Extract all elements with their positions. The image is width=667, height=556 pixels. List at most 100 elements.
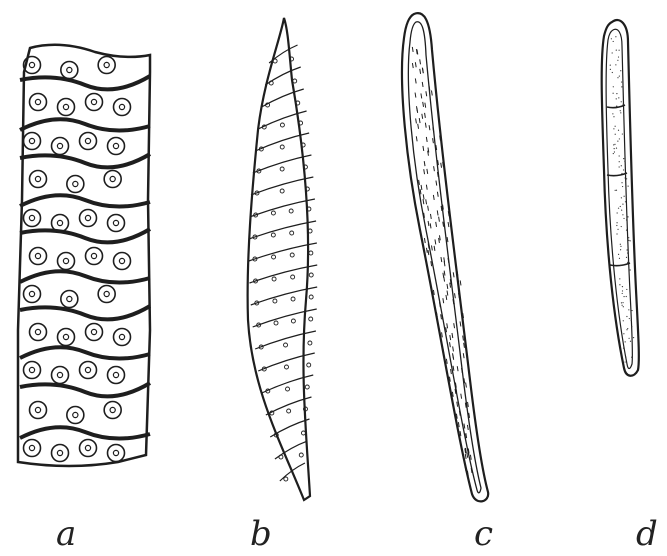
slit-pit <box>447 323 448 328</box>
bordered-pit <box>30 402 47 419</box>
stipple-dot <box>619 284 620 285</box>
stipple-dot <box>629 318 630 319</box>
stipple-dot <box>631 357 632 358</box>
slit-pit <box>424 161 425 166</box>
bordered-pit <box>108 138 125 155</box>
stipple-dot <box>628 260 629 261</box>
slit-pit <box>454 323 455 328</box>
slit-pit <box>412 63 413 68</box>
stipple-dot <box>615 36 616 37</box>
slit-pit <box>441 257 442 262</box>
stipple-dot <box>615 64 616 65</box>
wall-band <box>262 89 304 107</box>
stipple-dot <box>626 316 627 317</box>
slit-pit <box>442 332 443 337</box>
stipple-dot <box>612 72 613 73</box>
slit-pit <box>441 163 442 168</box>
wall-band <box>253 309 317 327</box>
panel-c-outer-wall <box>402 13 488 501</box>
slit-pit <box>457 402 458 407</box>
slit-pit <box>444 271 445 276</box>
pit-aperture <box>73 181 78 186</box>
stipple-dot <box>622 133 623 134</box>
slit-pit <box>423 102 424 107</box>
pit-aperture <box>29 291 34 296</box>
stipple-dot <box>623 169 624 170</box>
slit-pit <box>451 369 452 374</box>
stipple-dot <box>616 49 617 50</box>
bordered-pit <box>98 286 115 303</box>
stipple-dot <box>614 148 615 149</box>
stipple-dot <box>626 296 627 297</box>
slit-pit <box>426 185 427 190</box>
bordered-pit <box>52 215 69 232</box>
slit-pit <box>416 106 417 111</box>
pit <box>286 387 290 391</box>
wall-band <box>250 199 315 217</box>
slit-pit <box>412 47 413 52</box>
slit-pit <box>431 91 432 96</box>
stipple-dot <box>625 201 626 202</box>
slit-pit <box>443 298 444 303</box>
stipple-dot <box>613 93 614 94</box>
bordered-pit <box>98 57 115 74</box>
stipple-dot <box>625 356 626 357</box>
pit <box>280 189 284 193</box>
bordered-pit <box>104 402 121 419</box>
pit <box>309 317 313 321</box>
slit-pit <box>450 283 451 288</box>
slit-pit <box>465 454 466 459</box>
stipple-dot <box>616 93 617 94</box>
pit-aperture <box>113 450 118 455</box>
stipple-dot <box>618 97 619 98</box>
stipple-dot <box>621 226 622 227</box>
bordered-pit <box>114 99 131 116</box>
wall-thickening-band <box>20 119 150 130</box>
panel-c-fiber <box>402 13 488 501</box>
slit-pit <box>422 114 423 119</box>
slit-pit <box>415 93 416 98</box>
slit-pit <box>439 235 440 240</box>
pit <box>308 341 312 345</box>
stipple-dot <box>619 258 620 259</box>
stipple-dot <box>617 212 618 213</box>
stipple-dot <box>620 110 621 111</box>
stipple-dot <box>616 225 617 226</box>
stipple-dot <box>620 249 621 250</box>
stipple-dot <box>620 112 621 113</box>
panel-d-septa <box>607 105 630 266</box>
slit-pit <box>460 280 461 285</box>
bordered-pit <box>86 324 103 341</box>
pit-aperture <box>29 215 34 220</box>
bordered-pit <box>52 138 69 155</box>
stipple-dot <box>621 209 622 210</box>
slit-pit <box>434 246 435 251</box>
slit-pit <box>436 222 437 227</box>
pit <box>291 275 295 279</box>
wall-thickening-band <box>20 195 150 206</box>
wall-thickening-band <box>20 229 150 242</box>
slit-pit <box>450 342 451 347</box>
stipple-dot <box>621 165 622 166</box>
stipple-dot <box>628 240 629 241</box>
pit-aperture <box>85 445 90 450</box>
slit-pit <box>425 123 426 128</box>
pit <box>272 255 276 259</box>
pit-aperture <box>67 296 72 301</box>
pit <box>293 79 297 83</box>
stipple-dot <box>620 244 621 245</box>
slit-pit <box>424 238 425 243</box>
stipple-dot <box>625 173 626 174</box>
stipple-dot <box>625 177 626 178</box>
bordered-pit <box>30 94 47 111</box>
slit-pit <box>446 359 447 364</box>
pit-aperture <box>91 99 96 104</box>
pit <box>274 321 278 325</box>
bordered-pit <box>80 440 97 457</box>
stipple-dot <box>617 77 618 78</box>
slit-pit <box>441 314 442 319</box>
slit-pit <box>463 336 464 341</box>
pit-aperture <box>119 334 124 339</box>
panel-d-septum <box>607 173 627 176</box>
stipple-dot <box>619 155 620 156</box>
